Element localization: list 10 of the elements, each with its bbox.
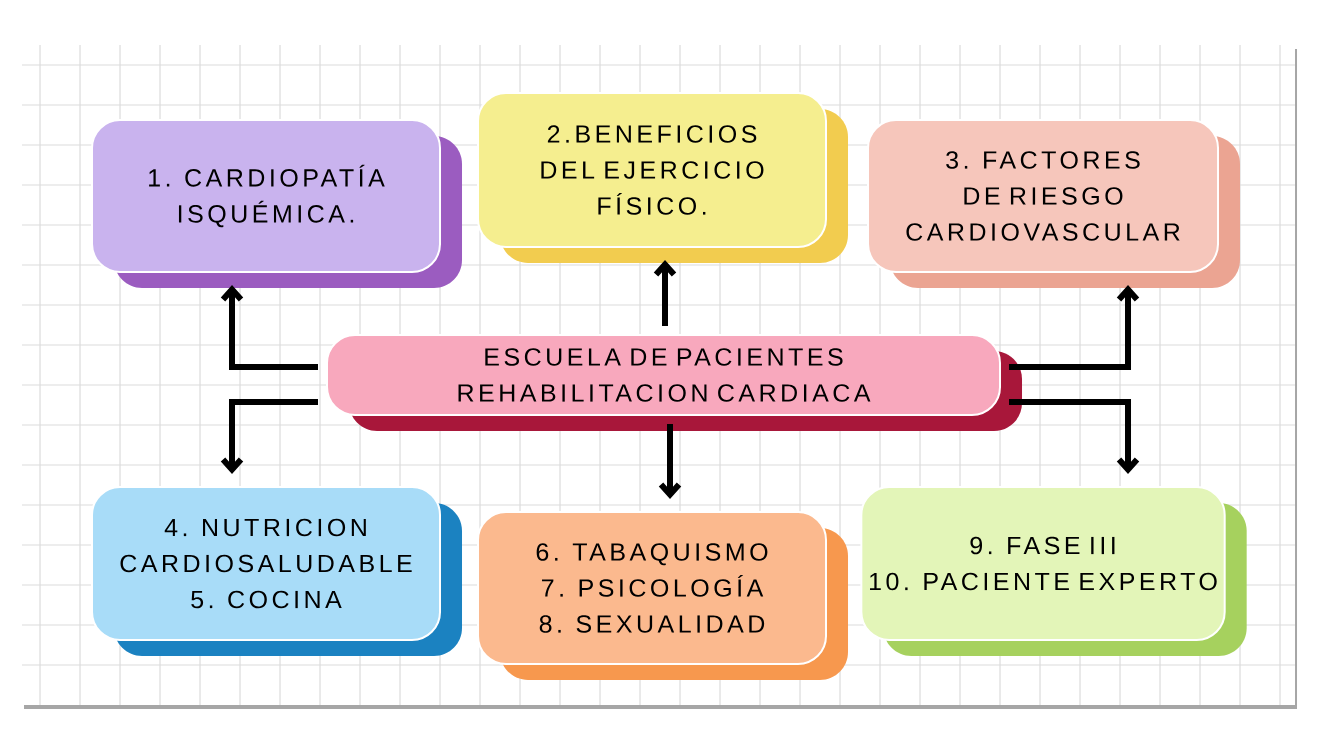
arrow [1009, 285, 1140, 370]
arrow [658, 424, 682, 499]
title-box: ESCUELA DE PACIENTES REHABILITACION CARDIACA [326, 334, 1022, 431]
topic-box: 6. TABAQUISMO 7. PSICOLOGÍA 8. SEXUALIDAD [477, 511, 848, 680]
topic-box: 4. NUTRICION CARDIOSALUDABLE 5. COCINA [91, 486, 462, 656]
topic-box: 2.BENEFICIOS DEL EJERCICIO FÍSICO. [477, 92, 848, 263]
topic-box: 9. FASE III 10. PACIENTE EXPERTO [860, 486, 1247, 656]
topic-box: 3. FACTORES DE RIESGO CARDIOVASCULAR [867, 119, 1240, 288]
topic-box: 1. CARDIOPATÍA ISQUÉMICA. [91, 119, 462, 288]
arrow [1009, 399, 1140, 474]
